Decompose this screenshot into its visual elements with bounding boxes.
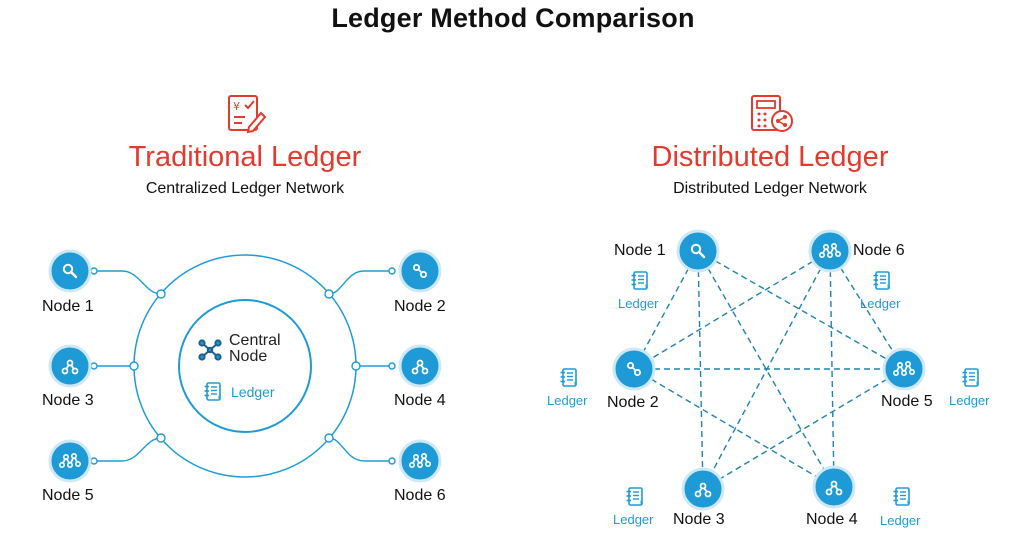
trad-node-1 xyxy=(48,249,92,293)
trad-node-4-label: Node 4 xyxy=(394,392,446,409)
page-title: Ledger Method Comparison xyxy=(331,3,695,33)
ledger-label: Ledger xyxy=(547,393,588,408)
dist-node-4 xyxy=(812,465,856,509)
trad-node-2 xyxy=(398,249,442,293)
central-ledger-label: Ledger xyxy=(231,384,275,400)
dist-node-1-label: Node 1 xyxy=(614,242,666,259)
dist-node-5 xyxy=(882,347,926,391)
calculator-share-icon xyxy=(751,95,793,132)
trad-node-1-label: Node 1 xyxy=(42,298,94,315)
trad-node-6-label: Node 6 xyxy=(394,487,446,504)
ledger-label: Ledger xyxy=(949,393,990,408)
ledger-label: Ledger xyxy=(613,512,654,527)
dist-node-3-label: Node 3 xyxy=(673,511,725,528)
central-label-line1: Central xyxy=(229,332,281,349)
trad-node-4 xyxy=(398,344,442,388)
traditional-subheading: Centralized Ledger Network xyxy=(145,180,345,197)
dist-node-6 xyxy=(808,229,852,273)
ledger-icon xyxy=(630,271,650,292)
ledger-icon xyxy=(872,271,892,292)
dist-node-6-label: Node 6 xyxy=(853,242,905,259)
ledger-icon xyxy=(625,487,645,508)
ledger-label: Ledger xyxy=(880,513,921,528)
svg-text:¥: ¥ xyxy=(233,100,240,113)
central-label-line2: Node xyxy=(229,348,268,365)
dist-node-3 xyxy=(681,467,725,511)
central-network-icon xyxy=(198,339,222,361)
traditional-heading: Traditional Ledger xyxy=(128,141,362,173)
trad-node-3 xyxy=(48,344,92,388)
dist-node-5-label: Node 5 xyxy=(881,393,933,410)
central-ledger-icon xyxy=(203,382,223,403)
trad-node-5-label: Node 5 xyxy=(42,487,94,504)
dist-node-4-label: Node 4 xyxy=(806,511,858,528)
trad-node-3-label: Node 3 xyxy=(42,392,94,409)
mesh-links xyxy=(633,250,905,490)
invoice-icon: ¥ xyxy=(228,95,267,134)
ledger-label: Ledger xyxy=(860,296,901,311)
trad-node-2-label: Node 2 xyxy=(394,298,446,315)
ledger-icon xyxy=(559,368,579,389)
dist-node-2 xyxy=(612,347,656,391)
dist-node-1 xyxy=(676,229,720,273)
trad-node-6 xyxy=(398,439,442,483)
ledger-icon xyxy=(961,368,981,389)
distributed-heading: Distributed Ledger xyxy=(651,141,889,173)
distributed-subheading: Distributed Ledger Network xyxy=(673,180,867,197)
central-node-label: Central Node xyxy=(229,333,281,365)
trad-node-5 xyxy=(48,439,92,483)
ledger-label: Ledger xyxy=(618,296,659,311)
ledger-icon xyxy=(892,487,912,508)
dist-node-2-label: Node 2 xyxy=(607,394,659,411)
